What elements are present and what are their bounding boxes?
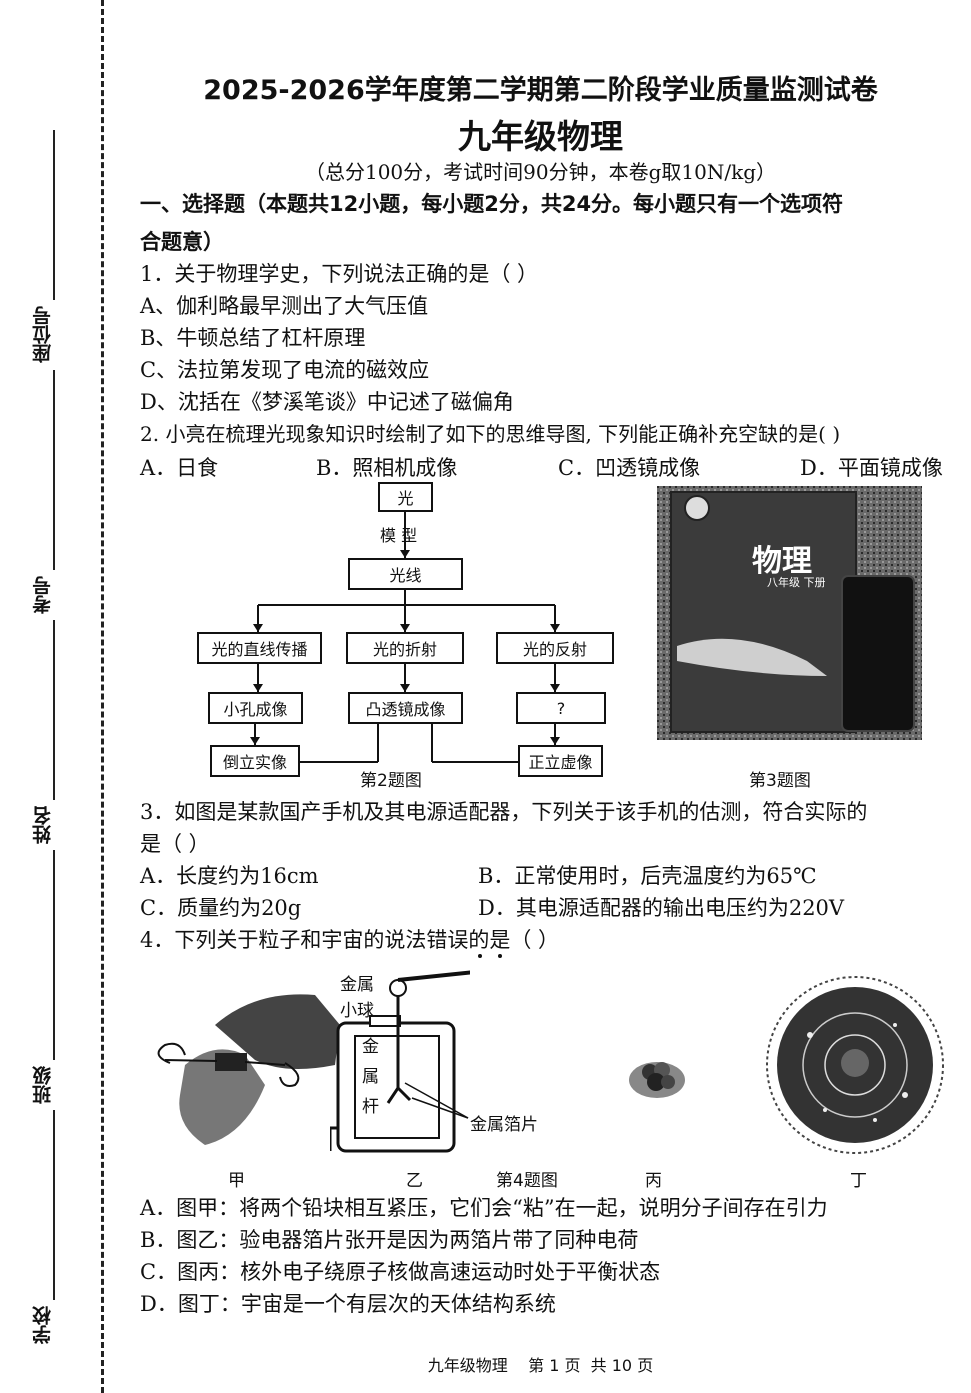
school-underline [53, 1110, 55, 1300]
q4-option-d: D．图丁：宇宙是一个有层次的天体结构系统 [140, 1292, 556, 1316]
seat-underline [53, 130, 55, 300]
section-heading-2: 合题意） [140, 230, 224, 254]
binding-dashed-line [101, 0, 104, 1393]
map-branch-straight: 光的直线传播 [197, 632, 322, 664]
q3-stem-2: 是（ ） [140, 832, 210, 856]
label-ball-2: 小球 [340, 1001, 374, 1021]
fig-bing-atom [629, 1062, 685, 1098]
map-branch-reflection: 光的反射 [496, 632, 614, 664]
q1-option-a: A、伽利略最早测出了大气压值 [140, 294, 429, 318]
fig-ding-universe [766, 976, 944, 1154]
class-underline [53, 850, 55, 1060]
map-pinhole: 小孔成像 [208, 692, 303, 724]
fig2-caption: 第2题图 [360, 771, 422, 791]
map-model-label: 模 型 [380, 526, 418, 545]
q3-option-c: C．质量约为20g [140, 896, 302, 920]
label-rod-2: 属 [362, 1067, 379, 1087]
q4-option-c: C．图丙：核外电子绕原子核做高速运动时处于平衡状态 [140, 1260, 661, 1284]
fig3-caption: 第3题图 [749, 771, 811, 791]
q2-stem: 2. 小亮在梳理光现象知识时绘制了如下的思维导图, 下列能正确补充空缺的是( ) [140, 422, 841, 446]
book-subtitle: 八年级 下册 [767, 576, 826, 589]
emphasis-dot [498, 954, 502, 958]
q1-option-d: D、沈括在《梦溪笔谈》中记述了磁偏角 [140, 390, 514, 414]
photo-texture [657, 486, 922, 740]
q3-option-a: A．长度约为16cm [140, 864, 319, 888]
label-ball-1: 金属 [340, 975, 374, 995]
phone-photo: 物理 八年级 下册 [657, 486, 922, 740]
map-root: 光 [378, 482, 433, 512]
map-upright-virtual: 正立虚像 [518, 745, 603, 777]
q3-option-d: D．其电源适配器的输出电压约为220V [478, 896, 845, 920]
map-missing-blank: ? [516, 692, 606, 724]
q3-option-b: B．正常使用时，后壳温度约为65℃ [478, 864, 817, 888]
map-ray: 光线 [348, 558, 463, 590]
emphasis-dot [478, 954, 482, 958]
exam-no-underline [53, 370, 55, 570]
map-branch-refraction: 光的折射 [346, 632, 464, 664]
subject-title: 九年级物理 [458, 117, 623, 156]
fig-name-yi: 乙 [406, 1171, 423, 1191]
section-heading-1: 一、选择题（本题共12小题，每小题2分，共24分。每小题只有一个选项符 [140, 192, 844, 216]
exam-note: （总分100分，考试时间90分钟，本卷g取10N/kg） [304, 160, 777, 184]
q3-stem-1: 3．如图是某款国产手机及其电源适配器，下列关于该手机的估测，符合实际的 [140, 800, 868, 824]
map-inverted-real: 倒立实像 [210, 745, 300, 777]
label-rod-1: 金 [362, 1037, 379, 1057]
fig4-caption: 第4题图 [496, 1171, 558, 1191]
fig-name-bing: 丙 [645, 1171, 662, 1191]
map-convex-lens: 凸透镜成像 [348, 692, 463, 724]
q2-option-b: B．照相机成像 [316, 456, 458, 480]
page-footer: 九年级物理 第 1 页 共 10 页 [427, 1356, 654, 1375]
q4-option-b: B．图乙：验电器箔片张开是因为两箔片带了同种电荷 [140, 1228, 639, 1252]
book-title: 物理 [752, 544, 812, 579]
q2-option-d: D．平面镜成像 [800, 456, 943, 480]
fig-jia-hands [157, 994, 340, 1145]
q4-option-a: A．图甲：将两个铅块相互紧压，它们会“粘”在一起，说明分子间存在引力 [140, 1196, 828, 1220]
fig-yi-electroscope [330, 970, 470, 1153]
name-underline [53, 620, 55, 800]
q2-option-a: A．日食 [140, 456, 219, 480]
q1-option-c: C、法拉第发现了电流的磁效应 [140, 358, 430, 382]
fig-name-jia: 甲 [228, 1171, 245, 1191]
q1-stem: 1．关于物理学史，下列说法正确的是（ ） [140, 262, 539, 286]
q2-option-c: C．凹透镜成像 [558, 456, 701, 480]
q1-option-b: B、牛顿总结了杠杆原理 [140, 326, 366, 350]
fig-name-ding: 丁 [850, 1171, 867, 1191]
label-foil: 金属箔片 [470, 1115, 538, 1135]
exam-title: 2025-2026学年度第二学期第二阶段学业质量监测试卷 [203, 75, 878, 106]
label-rod-3: 杆 [362, 1097, 379, 1117]
q4-stem: 4．下列关于粒子和宇宙的说法错误的是（ ） [140, 928, 560, 952]
